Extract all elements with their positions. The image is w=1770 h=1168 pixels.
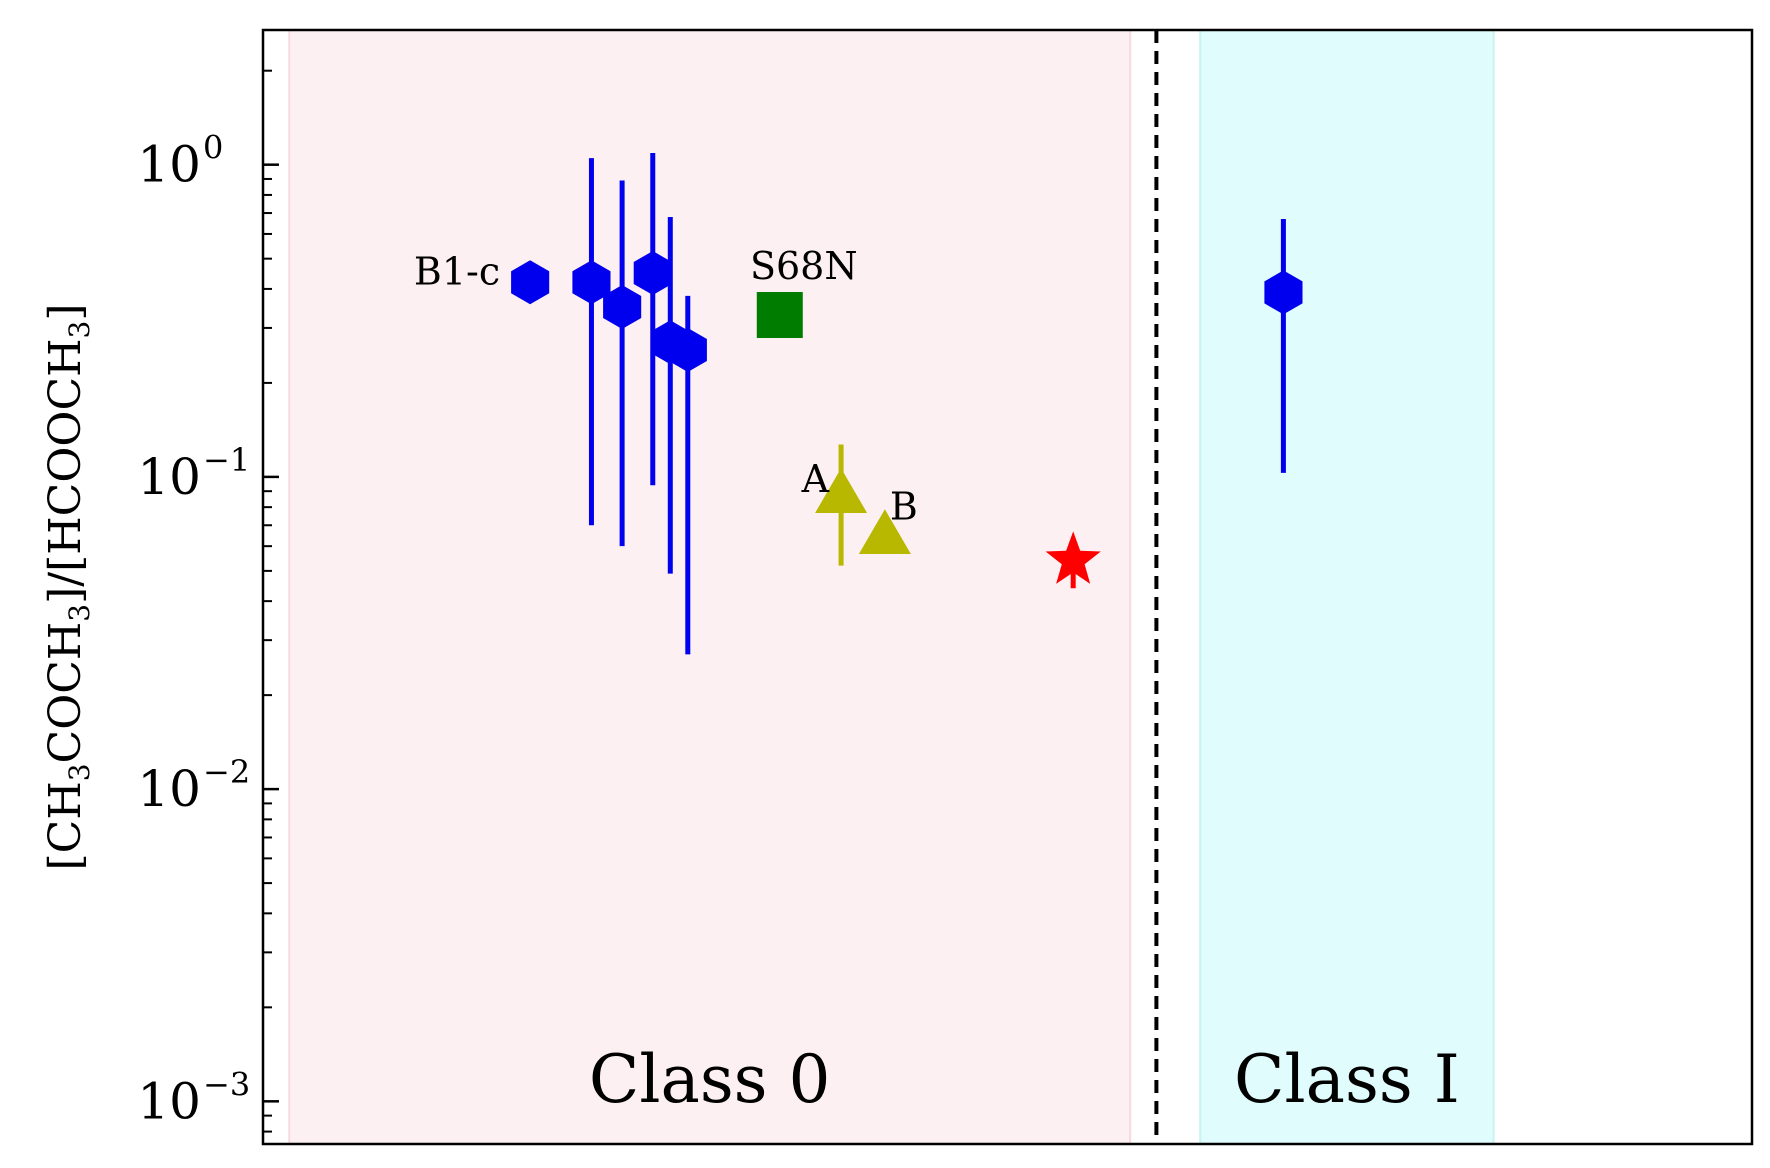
- hexagon-marker: [572, 260, 611, 305]
- y-tick-base: 10: [137, 760, 201, 818]
- y-tick-exponent: −2: [203, 753, 250, 791]
- y-tick-label-2: 10−1: [137, 441, 250, 506]
- point-label: B1-c: [414, 249, 500, 293]
- hexagon-marker: [511, 260, 550, 305]
- region-label-0: Class 0: [589, 1041, 831, 1118]
- hexagon-marker: [668, 328, 707, 372]
- point-label: A: [801, 457, 830, 501]
- y-tick-exponent: −3: [203, 1065, 250, 1103]
- y-label-part: ]: [40, 303, 91, 320]
- hexagon-marker: [603, 285, 642, 329]
- y-label-part: [CH: [40, 781, 91, 870]
- y-tick-exponent: 0: [203, 129, 223, 167]
- region-1: [1199, 29, 1495, 1145]
- y-label-part: COCH: [40, 622, 91, 764]
- region-label-1: Class I: [1234, 1041, 1460, 1118]
- y-tick-label-1: 10−2: [137, 753, 250, 818]
- hexagon-marker: [633, 251, 672, 295]
- triangle-marker: [858, 509, 911, 555]
- region-labels: Class 0 Class I: [589, 1041, 1460, 1118]
- y-tick-exponent: −1: [203, 441, 250, 479]
- plot-frame: [261, 28, 1754, 1146]
- square-marker: [756, 292, 803, 339]
- y-tick-base: 10: [137, 136, 201, 194]
- triangle-marker: [815, 468, 868, 513]
- y-tick-base: 10: [137, 448, 201, 506]
- point-labels: B1-c S68N A B: [414, 244, 918, 528]
- data-points: [511, 152, 1303, 655]
- star-marker: [1045, 531, 1101, 584]
- class-regions: [288, 29, 1495, 1145]
- y-tick-base: 10: [137, 1072, 201, 1130]
- y-label-part: 3: [63, 321, 96, 339]
- hexagon-marker: [1264, 270, 1303, 315]
- y-label-part: 3: [63, 604, 96, 622]
- point-label: S68N: [750, 244, 858, 288]
- region-0: [288, 29, 1132, 1145]
- y-label-part: 3: [63, 763, 96, 781]
- y-label-part: ]/[HCOOCH: [40, 338, 91, 603]
- y-tick-label-0: 10−3: [137, 1065, 250, 1130]
- y-axis-label: [CH3COCH3]/[HCOOCH3]: [40, 303, 96, 870]
- point-label: B: [890, 484, 918, 528]
